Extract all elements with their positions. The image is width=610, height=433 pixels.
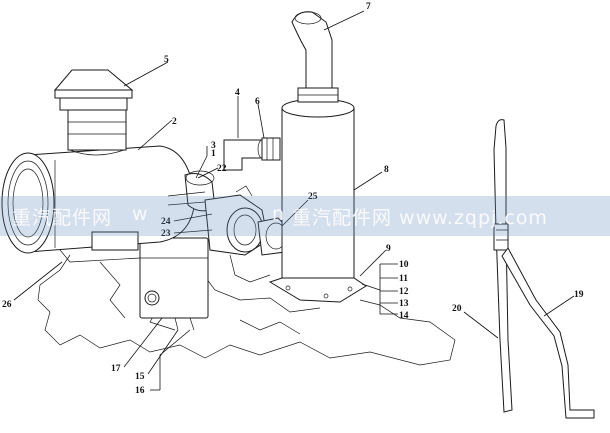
callout-8: 8	[384, 165, 389, 175]
muffler	[268, 87, 367, 303]
callout-7: 7	[366, 2, 371, 12]
elbow-pipe	[223, 137, 281, 171]
callout-24: 24	[161, 217, 171, 227]
callout-6: 6	[255, 97, 260, 107]
callout-22: 22	[217, 164, 227, 174]
watermark-text-mid: w	[132, 203, 149, 225]
callout-1: 1	[211, 149, 216, 159]
pre-cleaner	[53, 69, 134, 156]
callout-12: 12	[399, 287, 409, 297]
watermark-band: 重汽配件网 w n 重汽配件网 www.zqpj.com	[0, 196, 610, 236]
callout-25: 25	[308, 192, 318, 202]
callout-11: 11	[399, 274, 408, 284]
exhaust-stack	[291, 11, 333, 89]
engine-block	[37, 237, 456, 366]
callout-17: 17	[111, 364, 121, 374]
callout-16: 16	[135, 386, 145, 396]
watermark-text-mid2: n	[272, 203, 286, 225]
callout-2: 2	[172, 117, 177, 127]
callout-23: 23	[161, 229, 171, 239]
callout-19: 19	[574, 290, 584, 300]
callout-20: 20	[452, 304, 462, 314]
callout-26: 26	[2, 300, 12, 310]
callout-5: 5	[164, 55, 169, 65]
turbocharger-assembly	[204, 185, 291, 283]
callout-3: 3	[211, 141, 216, 151]
callout-15: 15	[135, 372, 145, 382]
callout-labels: 7 5 2 4 6 3 1 22 8 25 24 23 9	[2, 2, 584, 396]
breather-tube	[493, 119, 595, 419]
callout-14: 14	[399, 311, 409, 321]
callout-10: 10	[399, 260, 409, 270]
watermark-text-left: 重汽配件网	[12, 207, 113, 229]
callout-9: 9	[386, 244, 391, 254]
callout-4: 4	[235, 88, 240, 98]
callout-13: 13	[399, 299, 409, 309]
watermark-text-right: 重汽配件网 www.zqpj.com	[292, 207, 548, 229]
